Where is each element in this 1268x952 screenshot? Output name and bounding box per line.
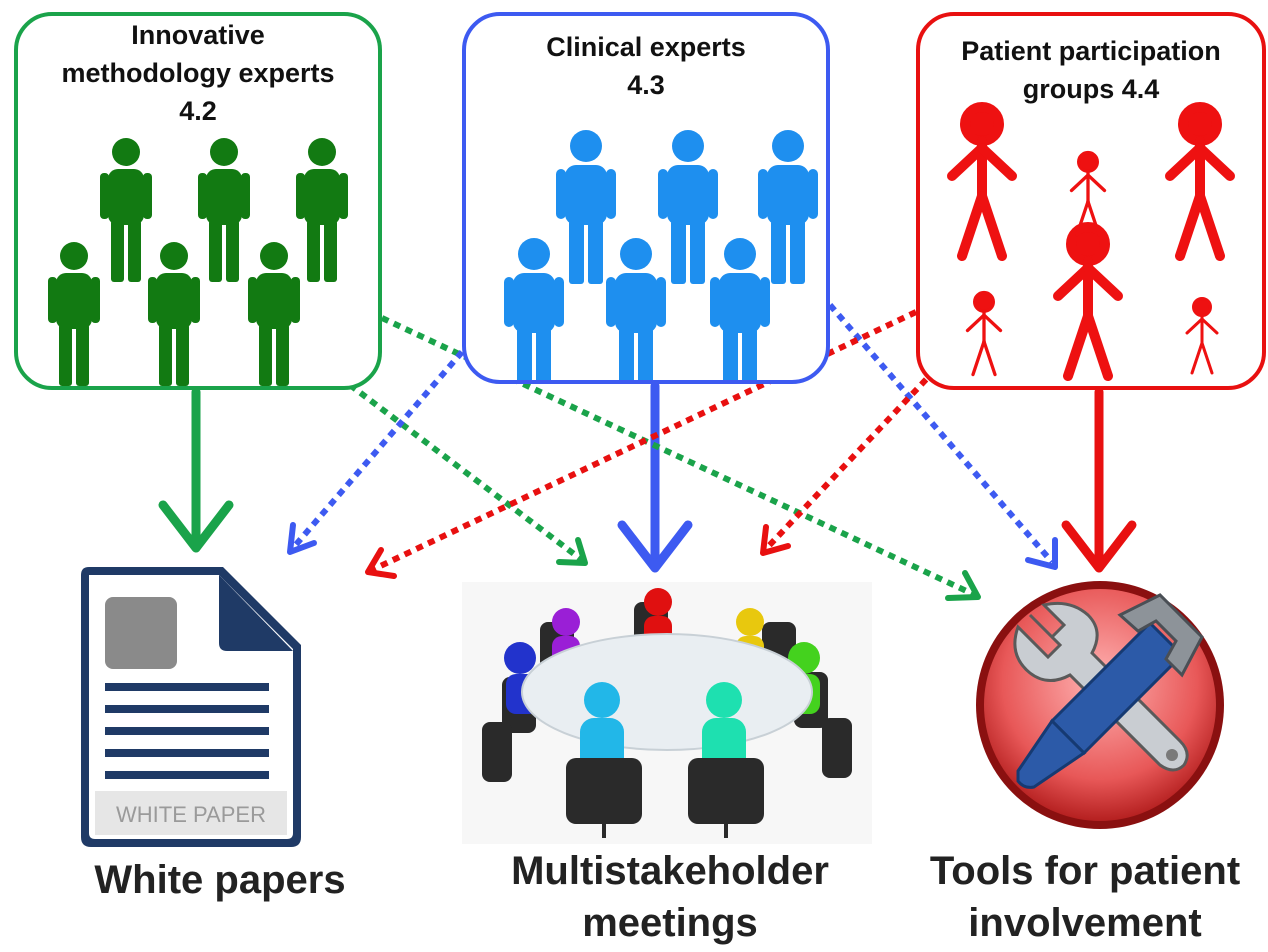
group-title-line: Patient participation: [961, 36, 1221, 66]
output-label-meetings: Multistakeholder meetings: [460, 845, 880, 949]
group-title-line: 4.2: [179, 96, 217, 126]
round-table-meeting-icon: [462, 582, 872, 844]
arrow-patient-to-tools: [1061, 387, 1137, 573]
experts-people-icon: [48, 138, 348, 386]
output-label-text: involvement: [968, 901, 1202, 945]
output-label-text: Multistakeholder: [511, 849, 829, 893]
patient-stick-figures-icon: [920, 16, 1262, 386]
group-box-innovative: Innovative methodology experts 4.2: [14, 12, 382, 390]
arrow-innovative-to-white-papers: [158, 387, 234, 553]
output-label-text: Tools for patient: [929, 849, 1241, 893]
group-title-clinical: Clinical experts 4.3: [466, 28, 826, 104]
output-label-white-papers: White papers: [40, 854, 400, 906]
group-title-line: 4.3: [627, 70, 665, 100]
arrow-clinical-to-tools: [827, 303, 1058, 570]
group-title-line: Clinical experts: [546, 32, 746, 62]
arrow-clinical-to-white-papers: [287, 350, 465, 555]
arrow-patient-to-meetings: [760, 367, 938, 556]
group-title-line: Innovative: [131, 20, 265, 50]
output-label-text: meetings: [582, 901, 758, 945]
group-title-line: methodology experts: [61, 58, 335, 88]
arrow-patient-to-white-papers: [365, 309, 918, 579]
group-box-patient: Patient participation groups 4.4: [916, 12, 1266, 390]
arrow-innovative-to-meetings: [348, 382, 588, 566]
output-label-text: White papers: [94, 858, 346, 902]
wrench-hammer-tools-icon: [976, 581, 1224, 829]
white-paper-document-icon: WHITE PAPER: [81, 567, 301, 847]
output-label-tools: Tools for patient involvement: [900, 845, 1268, 949]
arrow-clinical-to-meetings: [617, 381, 693, 573]
clinical-people-icon: [504, 130, 818, 380]
group-title-innovative: Innovative methodology experts 4.2: [18, 16, 378, 130]
group-box-clinical: Clinical experts 4.3: [462, 12, 830, 384]
white-paper-icon-text: WHITE PAPER: [116, 802, 266, 827]
group-title-patient: Patient participation groups 4.4: [920, 32, 1262, 108]
group-title-line: groups 4.4: [1022, 74, 1160, 104]
